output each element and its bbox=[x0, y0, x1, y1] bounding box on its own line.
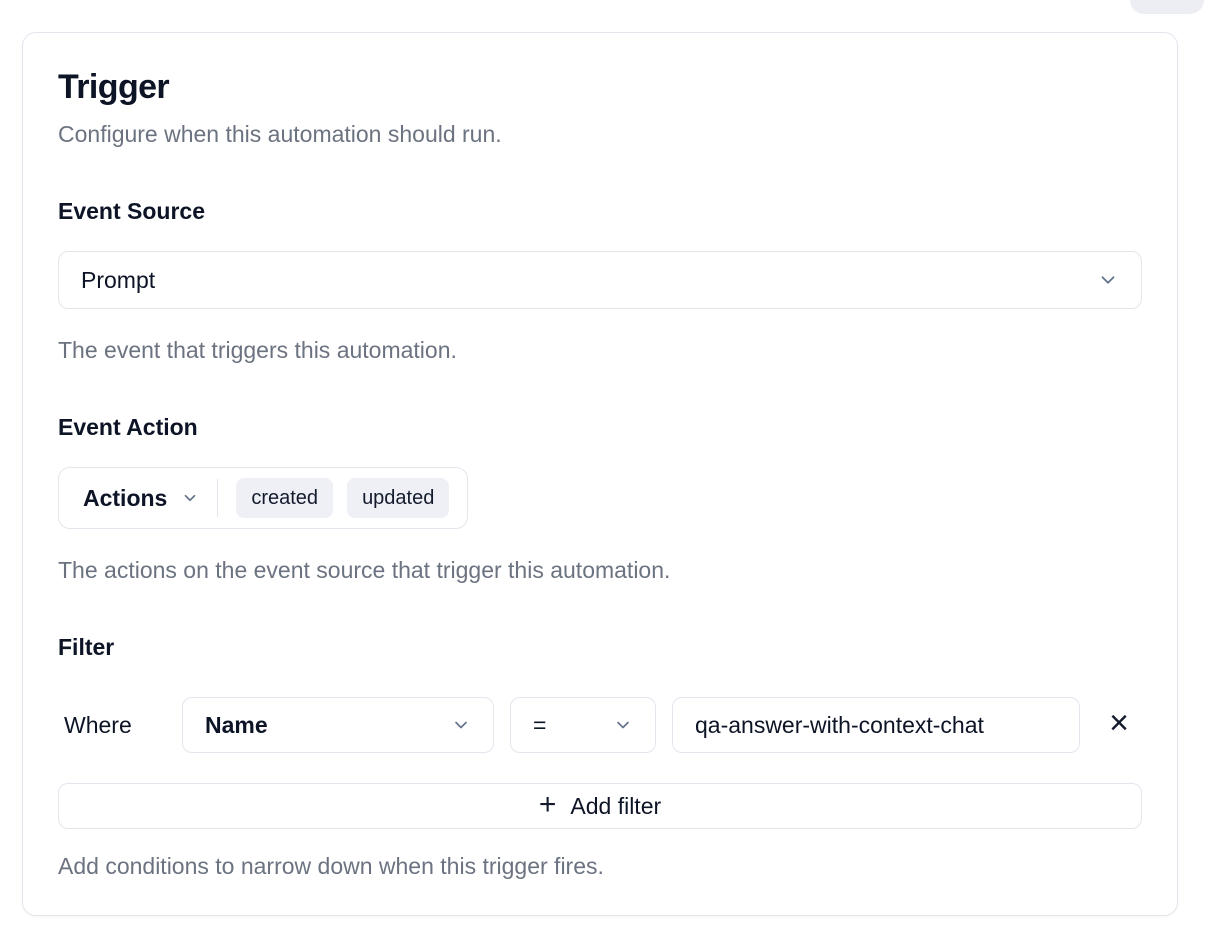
trigger-card: Trigger Configure when this automation s… bbox=[22, 32, 1178, 916]
plus-icon: + bbox=[538, 787, 557, 821]
actions-dropdown-button[interactable]: Actions bbox=[83, 485, 199, 512]
remove-filter-button[interactable]: × bbox=[1096, 702, 1142, 748]
filter-where-label: Where bbox=[64, 711, 132, 738]
card-subtitle: Configure when this automation should ru… bbox=[58, 121, 502, 147]
filter-field-select[interactable]: Name bbox=[182, 697, 494, 753]
filter-condition-row: Where Name = × bbox=[58, 697, 1142, 753]
add-filter-label: Add filter bbox=[570, 792, 662, 819]
action-badge-updated: updated bbox=[347, 478, 450, 518]
cutoff-toast-remnant bbox=[1130, 0, 1204, 14]
event-source-selected-value: Prompt bbox=[81, 266, 156, 293]
close-icon: × bbox=[1109, 704, 1129, 742]
event-action-help: The actions on the event source that tri… bbox=[58, 557, 671, 583]
page-title: Trigger bbox=[58, 68, 170, 106]
chevron-down-icon bbox=[455, 721, 467, 729]
event-source-select[interactable]: Prompt bbox=[58, 251, 1142, 309]
filter-label: Filter bbox=[58, 634, 115, 660]
actions-dropdown-label: Actions bbox=[83, 484, 168, 511]
chevron-down-icon bbox=[617, 721, 629, 729]
event-action-section: Event Action Actions created updated The… bbox=[58, 413, 1142, 585]
event-action-label: Event Action bbox=[58, 414, 198, 440]
chevron-down-icon bbox=[1101, 276, 1115, 284]
filter-help: Add conditions to narrow down when this … bbox=[58, 853, 604, 879]
add-filter-button[interactable]: + Add filter bbox=[58, 783, 1142, 829]
chevron-down-icon bbox=[185, 494, 196, 502]
filter-operator-selected-value: = bbox=[533, 711, 547, 738]
filter-operator-select[interactable]: = bbox=[510, 697, 656, 753]
filter-section: Filter Where Name = × + Add filter Add c… bbox=[58, 633, 1142, 881]
filter-value-input[interactable] bbox=[672, 697, 1080, 753]
event-source-section: Event Source Prompt The event that trigg… bbox=[58, 197, 1142, 365]
event-source-label: Event Source bbox=[58, 198, 205, 224]
action-badge-created: created bbox=[236, 478, 334, 518]
event-action-control: Actions created updated bbox=[58, 467, 469, 529]
event-source-help: The event that triggers this automation. bbox=[58, 337, 457, 363]
vertical-divider bbox=[217, 479, 219, 517]
filter-field-selected-value: Name bbox=[205, 711, 268, 738]
